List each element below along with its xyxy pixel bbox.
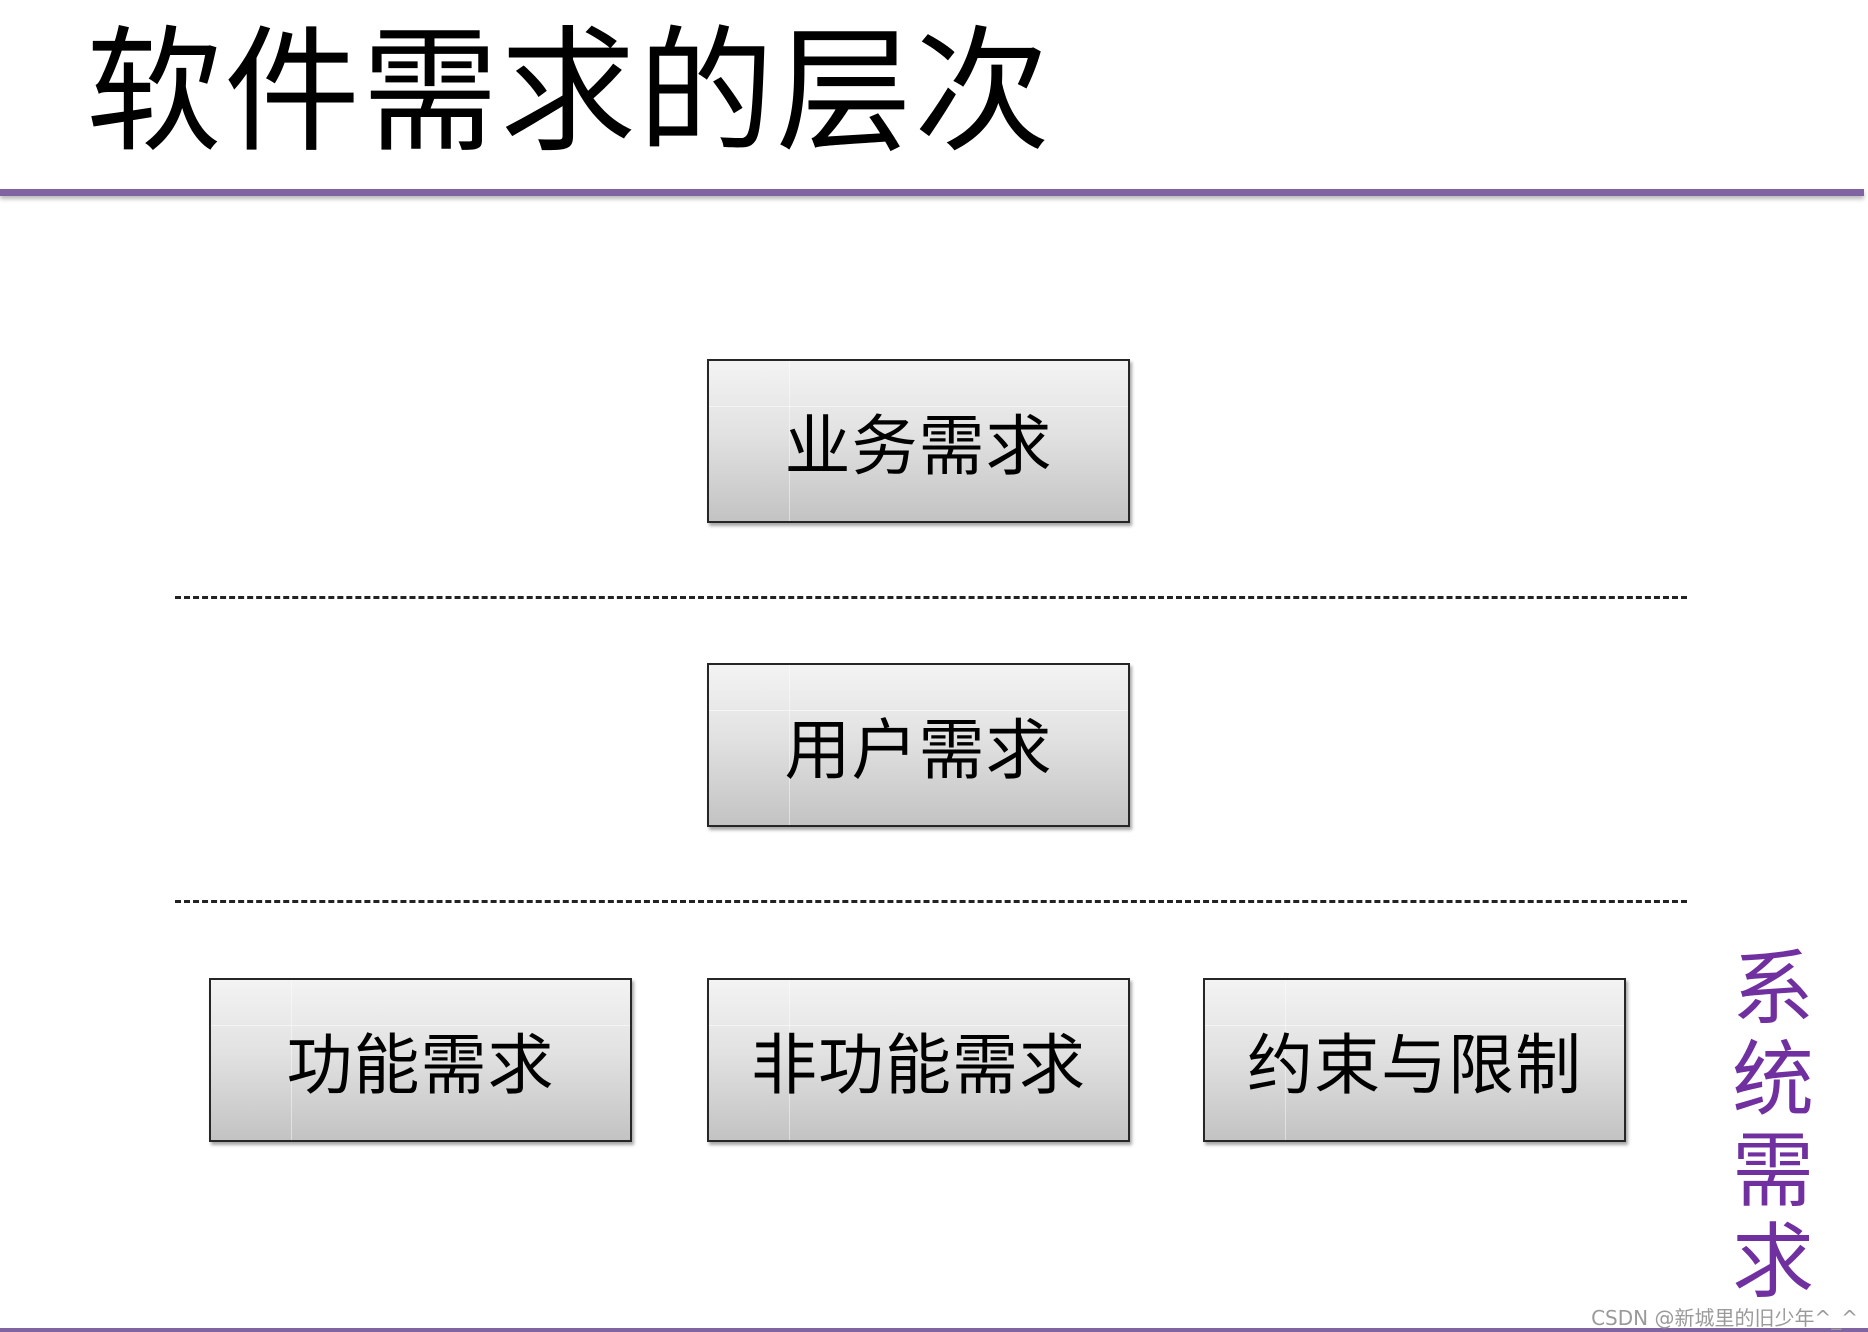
box-label: 非功能需求 [751,1027,1086,1104]
functional-requirements-box: 功能需求 [209,978,632,1142]
title-underline [0,189,1864,196]
side-label-char: 系 [1732,942,1815,1037]
bottom-rule [0,1328,1868,1332]
user-requirements-box: 用户需求 [707,663,1130,827]
box-label: 业务需求 [784,408,1053,485]
box-label: 用户需求 [784,712,1053,789]
box-label: 功能需求 [286,1027,555,1104]
non-functional-requirements-box: 非功能需求 [707,978,1130,1142]
system-requirements-label: 系 统 需 求 [1732,942,1815,1310]
box-label: 约束与限制 [1247,1027,1582,1104]
side-label-char: 求 [1732,1215,1815,1310]
level-divider-1 [175,596,1687,599]
slide-title: 软件需求的层次 [86,14,1052,172]
side-label-char: 统 [1732,1033,1815,1128]
constraints-box: 约束与限制 [1203,978,1626,1142]
business-requirements-box: 业务需求 [707,359,1130,523]
level-divider-2 [175,900,1687,903]
watermark: CSDN @新城里的旧少年^_^ [1591,1306,1858,1330]
side-label-char: 需 [1732,1124,1815,1219]
